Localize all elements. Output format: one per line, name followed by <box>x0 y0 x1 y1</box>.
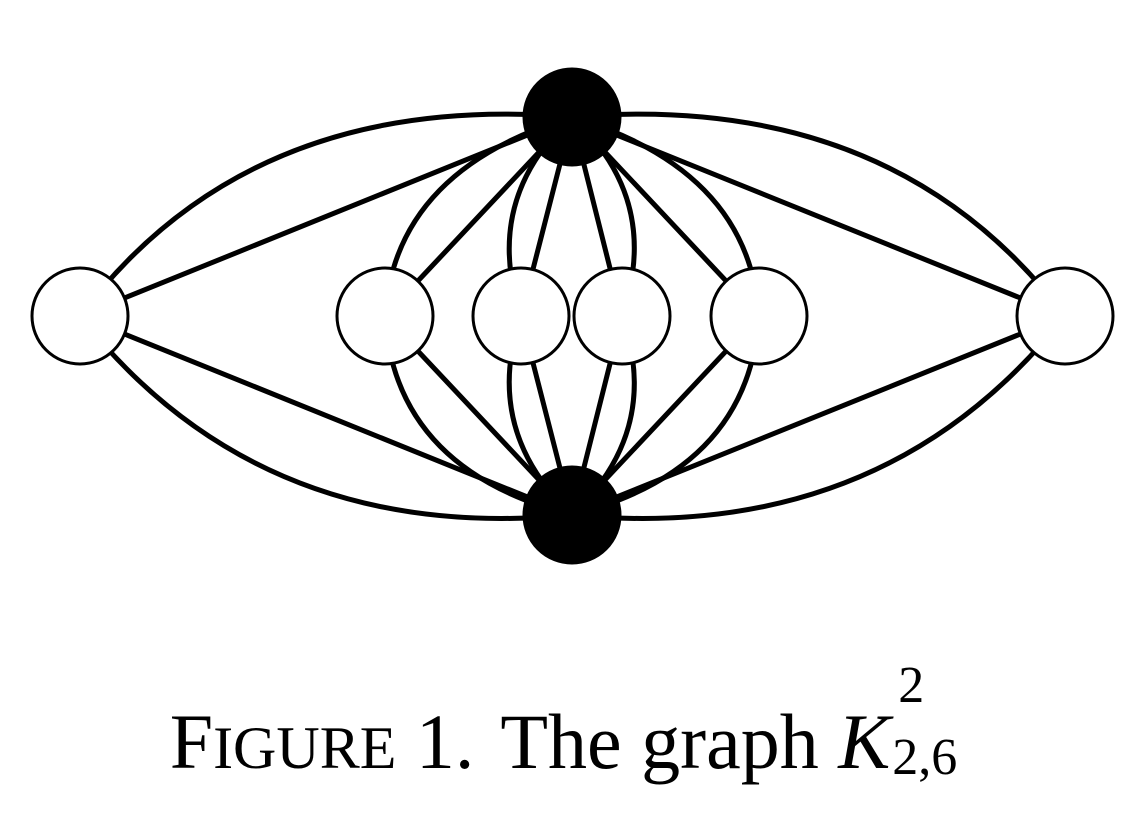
caption-math-symbol: K <box>838 698 891 785</box>
vertex-open-3 <box>471 266 571 366</box>
caption-math-superscript: 2 <box>898 657 925 714</box>
vertex-filled-top <box>522 67 622 167</box>
caption-text: The graph <box>500 698 819 785</box>
vertex-open-6 <box>1015 266 1115 366</box>
caption-number: 1. <box>415 698 475 785</box>
caption-math-subscript: 2,6 <box>892 729 958 786</box>
edge-curved-bottom-1 <box>77 313 575 521</box>
vertex-open-2 <box>335 266 435 366</box>
edge-curved-top-6 <box>569 111 1068 319</box>
caption-label: FIGURE <box>169 698 397 785</box>
vertex-open-1 <box>30 266 130 366</box>
vertex-filled-bottom <box>522 465 622 565</box>
vertex-open-5 <box>709 266 809 366</box>
edge-curved-top-1 <box>77 111 575 319</box>
graph-diagram <box>30 67 1115 565</box>
edge-curved-bottom-6 <box>569 313 1068 521</box>
vertex-open-4 <box>572 266 672 366</box>
